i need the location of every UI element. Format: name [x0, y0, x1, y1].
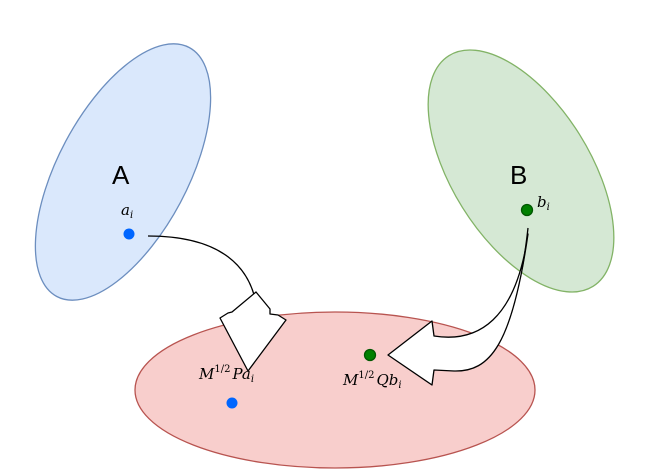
set-a-ellipse [34, 43, 212, 301]
point-mapped-pa-i [226, 397, 238, 409]
point-b-i [520, 203, 534, 217]
set-b-ellipse [427, 49, 615, 293]
arrow-a-to-target [147, 235, 287, 372]
set-b-label: B [510, 160, 527, 190]
label-a-i: ai [121, 201, 133, 221]
label-b-i: bi [537, 193, 550, 213]
arrow-b-head [387, 233, 529, 386]
point-mapped-qb-i [363, 348, 377, 362]
set-a-label: A [112, 160, 130, 190]
arrow-a-head [219, 291, 287, 372]
point-a-i [123, 228, 135, 240]
arrow-b-to-target [387, 227, 529, 386]
